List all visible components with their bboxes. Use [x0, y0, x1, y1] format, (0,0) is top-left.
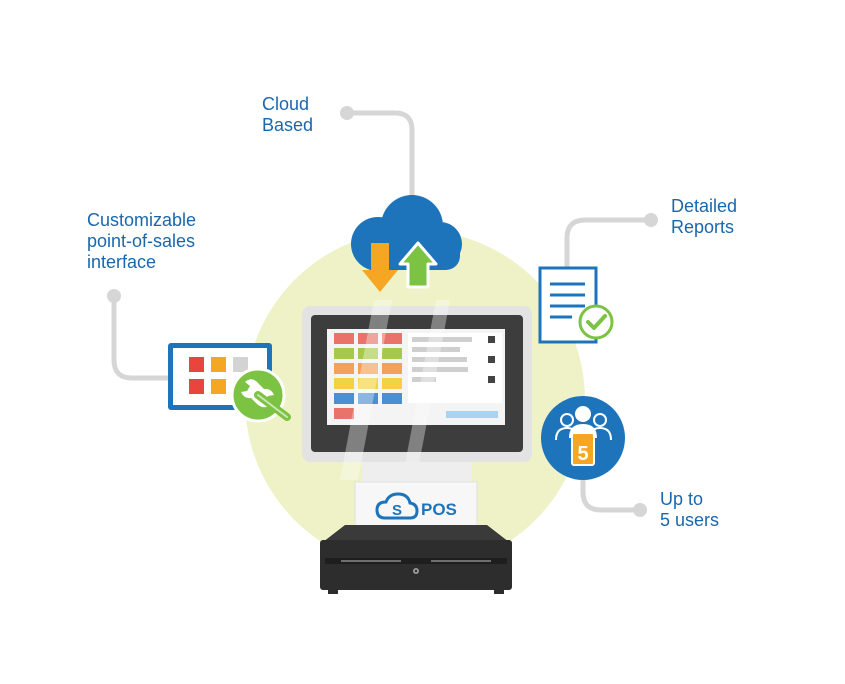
pos-logo-icon: [375, 492, 419, 520]
connector-users: [580, 467, 647, 517]
wrench-icon: [230, 367, 291, 423]
upload-arrow-icon: [398, 241, 438, 289]
pos-logo-text: POS: [421, 500, 457, 519]
drawer-keyhole-icon: [414, 569, 418, 573]
cash-drawer: [320, 525, 512, 594]
connector-cloud: [340, 106, 415, 203]
users-icon: [541, 396, 625, 480]
users-count: 5: [577, 443, 588, 465]
download-arrow-icon: [362, 243, 398, 292]
label-customizable-interface: Customizable point-of-sales interface: [87, 210, 197, 272]
pos-stand: [354, 462, 478, 531]
check-icon: [578, 304, 614, 340]
pos-logo-letter: S: [392, 502, 402, 519]
screen-glare: [340, 300, 450, 480]
label-cloud-based: Cloud Based: [262, 94, 314, 135]
label-detailed-reports: Detailed Reports: [671, 196, 738, 237]
screen-tile-grid: [334, 333, 402, 419]
label-up-to-5-users: Up to 5 users: [660, 489, 720, 530]
connector-reports: [564, 213, 658, 273]
screen-order-list: [408, 333, 502, 418]
connector-custom: [107, 289, 175, 381]
